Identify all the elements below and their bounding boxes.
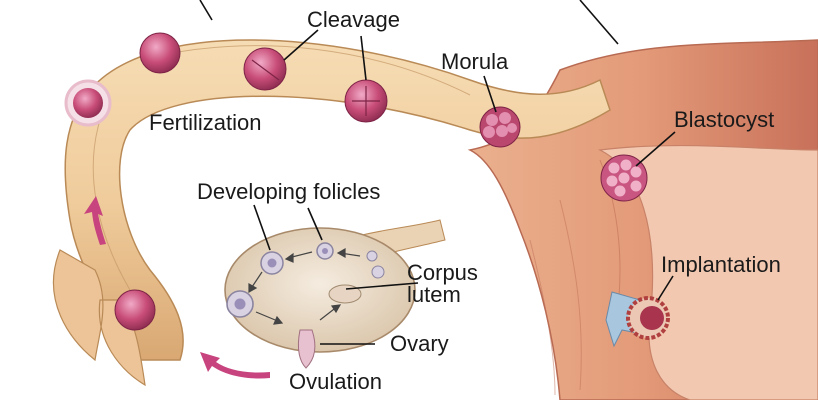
morula-cluster (479, 106, 521, 148)
label-developing-follicles: Developing folicles (197, 179, 381, 204)
zygote (139, 32, 181, 74)
follicle-arrows (248, 247, 361, 325)
follicle (366, 250, 378, 262)
label-morula: Morula (441, 49, 509, 74)
label-fertilization: Fertilization (149, 110, 262, 135)
ovulated-egg (114, 289, 156, 331)
corpus-luteum-body (328, 284, 362, 304)
implantation-site (605, 291, 670, 348)
label-corpus-luteum: Corpus lutem (407, 260, 478, 307)
label-ovulation: Ovulation (289, 369, 382, 394)
migration-arrows (84, 196, 270, 379)
leader-lines (199, 0, 676, 345)
label-implantation: Implantation (661, 252, 781, 277)
label-ovary: Ovary (390, 331, 449, 356)
blastocyst-cluster (600, 154, 648, 202)
label-cleavage: Cleavage (307, 7, 400, 32)
label-blastocyst: Blastocyst (674, 107, 775, 132)
follicle (371, 265, 385, 279)
